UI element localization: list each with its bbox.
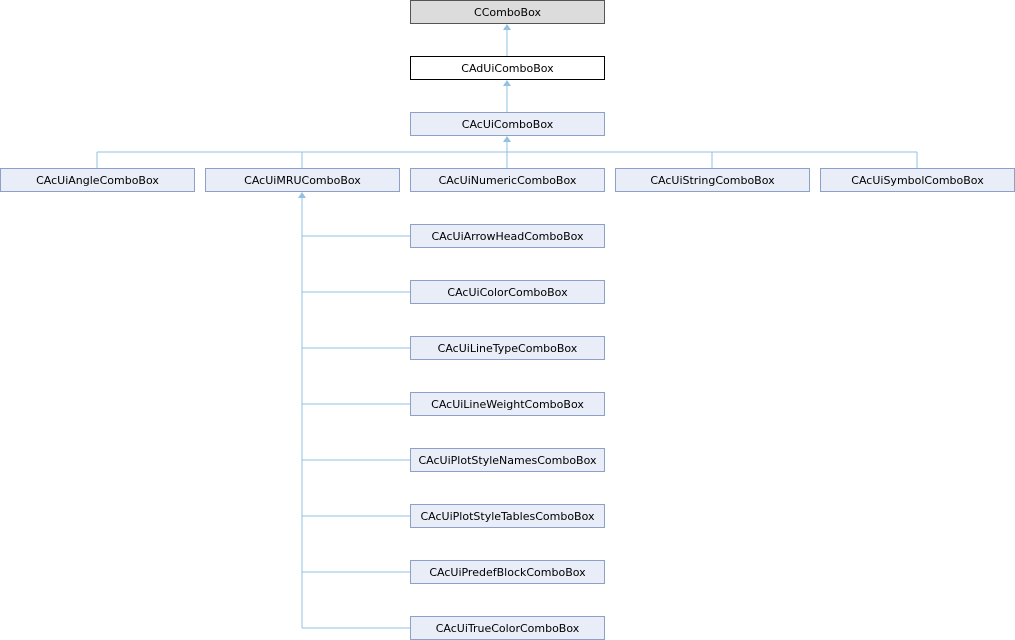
arrowhead-cadui: [503, 80, 511, 86]
node-mru-combobox[interactable]: CAcUiMRUComboBox: [205, 168, 400, 192]
node-linetype-combobox[interactable]: CAcUiLineTypeComboBox: [410, 336, 605, 360]
node-lineweight-combobox[interactable]: CAcUiLineWeightComboBox: [410, 392, 605, 416]
node-truecolor-combobox[interactable]: CAcUiTrueColorComboBox: [410, 616, 605, 640]
node-arrowhead-combobox[interactable]: CAcUiArrowHeadComboBox: [410, 224, 605, 248]
arrowhead-mru: [298, 192, 306, 198]
node-color-combobox[interactable]: CAcUiColorComboBox: [410, 280, 605, 304]
node-cacui-combobox[interactable]: CAcUiComboBox: [410, 112, 605, 136]
node-angle-combobox[interactable]: CAcUiAngleComboBox: [0, 168, 195, 192]
arrowhead-cacui: [503, 136, 511, 142]
node-ccombobox[interactable]: CComboBox: [410, 0, 605, 24]
node-plotstylenames-combobox[interactable]: CAcUiPlotStyleNamesComboBox: [410, 448, 605, 472]
node-plotstyletables-combobox[interactable]: CAcUiPlotStyleTablesComboBox: [410, 504, 605, 528]
node-string-combobox[interactable]: CAcUiStringComboBox: [615, 168, 810, 192]
node-predefblock-combobox[interactable]: CAcUiPredefBlockComboBox: [410, 560, 605, 584]
node-cadui-combobox[interactable]: CAdUiComboBox: [410, 56, 605, 80]
node-numeric-combobox[interactable]: CAcUiNumericComboBox: [410, 168, 605, 192]
node-symbol-combobox[interactable]: CAcUiSymbolComboBox: [820, 168, 1015, 192]
arrowhead-ccombobox: [503, 24, 511, 30]
